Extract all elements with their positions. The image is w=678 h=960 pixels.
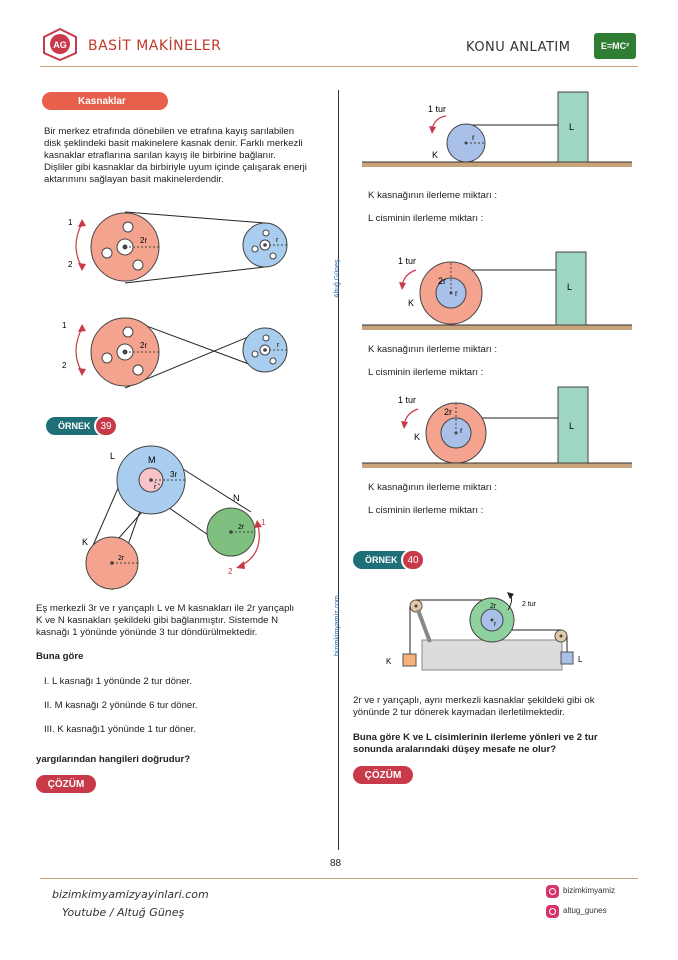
- footer-website[interactable]: bizimkimyamizyayinlari.com: [52, 888, 209, 901]
- footer-youtube[interactable]: Youtube / Altuğ Güneş: [62, 906, 185, 919]
- svg-text:2r: 2r: [438, 276, 446, 286]
- svg-text:1 tur: 1 tur: [428, 104, 446, 114]
- case-2-line-1: K kasnağının ilerleme miktarı :: [368, 344, 498, 355]
- block-L: [560, 651, 574, 665]
- pulley-figure-crossed-belt: 2r r 1 2: [62, 317, 288, 389]
- svg-text:2r: 2r: [118, 555, 125, 562]
- svg-text:L: L: [567, 282, 572, 292]
- topic-label: Kasnaklar: [42, 92, 168, 110]
- case-1-line-2: L cisminin ilerleme miktarı :: [368, 213, 484, 224]
- svg-text:K: K: [82, 537, 88, 547]
- svg-text:L: L: [110, 451, 115, 461]
- svg-text:r: r: [455, 289, 458, 298]
- svg-text:r: r: [277, 342, 280, 349]
- svg-text:2: 2: [228, 567, 233, 576]
- example-39-figure: 3r r M L 2r N 2r K 1 2: [82, 445, 266, 591]
- case-3-line-1: K kasnağının ilerleme miktarı :: [368, 482, 498, 493]
- svg-text:L: L: [569, 421, 574, 431]
- column-divider: [338, 90, 339, 850]
- svg-text:K: K: [432, 150, 438, 160]
- svg-text:r: r: [472, 133, 475, 142]
- pulley-figure-open-belt: 2r r 1 2: [68, 211, 288, 284]
- case-2-figure: L 2r r K 1 tur: [362, 251, 632, 330]
- intro-line: disk şeklindeki basit makinelere kasnak …: [44, 138, 303, 149]
- svg-text:1: 1: [68, 218, 73, 227]
- problem-line: 2r ve r yarıçaplı, aynı merkezli kasnakl…: [353, 695, 595, 706]
- side-website: bizimkimyamiz.com: [334, 595, 341, 656]
- svg-text:2r: 2r: [490, 603, 497, 610]
- svg-text:N: N: [233, 493, 240, 503]
- question: yargılarından hangileri doğrudur?: [36, 754, 191, 765]
- emc2-badge: E=MC²: [594, 33, 636, 59]
- intro-line: kasnaklar etraflarına sarılan kayış ile …: [44, 150, 276, 161]
- svg-text:2r: 2r: [444, 407, 452, 417]
- svg-text:2: 2: [68, 260, 73, 269]
- instagram-handle-2[interactable]: altug_gunes: [563, 906, 607, 915]
- svg-text:r: r: [154, 484, 157, 491]
- intro-line: Dişliler gibi kasnaklar da birbiriyle uy…: [44, 162, 307, 173]
- block-L: [557, 91, 589, 163]
- statement-1: I. L kasnağı 1 yönünde 2 tur döner.: [44, 676, 192, 687]
- svg-text:2r: 2r: [140, 236, 147, 245]
- intro-line: aktarımını sağlayan basit makinelerdendi…: [44, 174, 224, 185]
- svg-text:1: 1: [62, 321, 67, 330]
- rotation-arrow-icon: [75, 222, 83, 268]
- instagram-icon: [546, 885, 559, 898]
- problem-line: K ve N kasnakları şekildeki gibi bağlanm…: [36, 615, 279, 626]
- problem-line: yönünde 2 tur dönerek kaymadan ilerletil…: [353, 707, 565, 718]
- question-line: sonunda aralarındaki düşey mesafe ne olu…: [353, 744, 557, 755]
- buna-gore: Buna göre: [36, 651, 84, 662]
- example-number: 40: [401, 549, 425, 571]
- svg-text:r: r: [276, 237, 279, 244]
- statement-2: II. M kasnağı 2 yönünde 6 tur döner.: [44, 700, 198, 711]
- svg-text:2r: 2r: [238, 524, 245, 531]
- case-2-line-2: L cisminin ilerleme miktarı :: [368, 367, 484, 378]
- block-K: [402, 653, 417, 667]
- problem-line: kasnağı 1 yönünde yönünde 3 tur döndürül…: [36, 627, 258, 638]
- chapter-title: BASİT MAKİNELER: [88, 38, 222, 54]
- svg-text:K: K: [408, 298, 414, 308]
- svg-text:K: K: [414, 432, 420, 442]
- table: [421, 639, 563, 671]
- svg-text:L: L: [569, 122, 574, 132]
- solution-button[interactable]: ÇÖZÜM: [353, 766, 413, 784]
- rotation-arrow-icon: [75, 327, 83, 373]
- svg-text:1 tur: 1 tur: [398, 395, 416, 405]
- svg-text:2 tur: 2 tur: [522, 601, 537, 608]
- block-L: [555, 251, 587, 326]
- case-1-figure: L r K 1 tur: [362, 91, 632, 167]
- question-line: Buna göre K ve L cisimlerinin ilerleme y…: [353, 732, 598, 743]
- section-title: KONU ANLATIM: [466, 40, 571, 55]
- instagram-icon: [546, 905, 559, 918]
- svg-text:2: 2: [62, 361, 67, 370]
- svg-text:1 tur: 1 tur: [398, 256, 416, 266]
- svg-text:M: M: [148, 455, 156, 465]
- instagram-handle-1[interactable]: bizimkimyamiz: [563, 886, 615, 895]
- rotation-arrow-icon: [241, 524, 260, 566]
- problem-line: Eş merkezli 3r ve r yarıçaplı L ve M kas…: [36, 603, 295, 614]
- svg-text:1: 1: [261, 518, 266, 527]
- intro-line: Bir merkez etrafında dönebilen ve etrafı…: [44, 126, 295, 137]
- svg-text:r: r: [494, 621, 497, 628]
- page-number: 88: [330, 858, 342, 869]
- svg-text:2r: 2r: [140, 341, 147, 350]
- case-3-figure: L 2r r K 1 tur: [362, 386, 632, 468]
- logo-text: AG: [53, 40, 67, 50]
- logo-icon: AG: [43, 27, 77, 61]
- example-number: 39: [94, 415, 118, 437]
- case-1-line-1: K kasnağının ilerleme miktarı :: [368, 190, 498, 201]
- solution-button[interactable]: ÇÖZÜM: [36, 775, 96, 793]
- svg-text:3r: 3r: [170, 470, 177, 479]
- side-author: Altuğ Güneş: [334, 259, 341, 298]
- example-40-figure: K L 2r r 2 tur: [386, 592, 583, 671]
- statement-3: III. K kasnağı1 yönünde 1 tur döner.: [44, 724, 197, 735]
- svg-text:r: r: [460, 426, 463, 435]
- case-3-line-2: L cisminin ilerleme miktarı :: [368, 505, 484, 516]
- block-L: [557, 386, 589, 464]
- svg-text:K: K: [386, 657, 392, 666]
- svg-text:L: L: [578, 655, 583, 664]
